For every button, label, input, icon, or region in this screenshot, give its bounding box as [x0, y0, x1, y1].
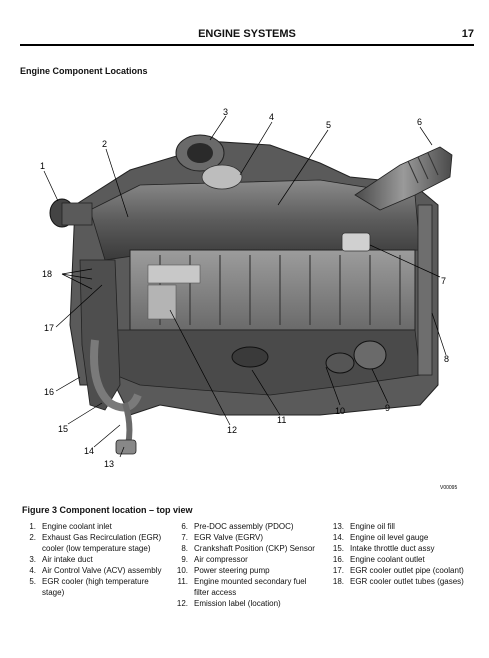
callout-18: 18: [42, 269, 52, 279]
legend-text: Intake throttle duct assy: [350, 544, 435, 553]
legend-text: Engine coolant outlet: [350, 555, 425, 564]
legend-num: 17.: [332, 566, 344, 575]
legend-text: Engine mounted secondary fuel filter acc…: [194, 577, 307, 597]
callout-6: 6: [417, 117, 422, 127]
air-intake-duct: [175, 134, 225, 172]
legend-num: 10.: [176, 566, 188, 575]
legend-text: Air compressor: [194, 555, 248, 564]
callout-13: 13: [104, 459, 114, 469]
figure-caption: Figure 3 Component location – top view: [22, 505, 193, 515]
legend-num: 11.: [177, 577, 188, 586]
legend-num: 15.: [332, 544, 344, 553]
legend-item: 6. Pre-DOC assembly (PDOC): [172, 521, 318, 532]
legend-item: 7. EGR Valve (EGRV): [172, 532, 318, 543]
legend-text: Engine oil level gauge: [350, 533, 429, 542]
legend-column-1: 1. Engine coolant inlet 2. Exhaust Gas Rec…: [20, 521, 166, 598]
callout-3: 3: [223, 107, 228, 117]
egr-valve: [341, 232, 371, 252]
figure-code: V00095: [440, 485, 457, 491]
legend-item: 15. Intake throttle duct assy: [328, 543, 489, 554]
legend-text: EGR cooler (high temperature stage): [42, 577, 149, 597]
legend-num: 14.: [332, 533, 344, 542]
oil-level-gauge-tube: [122, 402, 133, 446]
legend-text: Emission label (location): [194, 599, 281, 608]
legend-text: EGR cooler outlet tubes (gases): [350, 577, 464, 586]
legend-item: 13. Engine oil fill: [328, 521, 489, 532]
legend-text: Crankshaft Position (CKP) Sensor: [194, 544, 315, 553]
engine-body: [69, 139, 439, 416]
legend-num: 7.: [181, 533, 188, 542]
legend-num: 18.: [332, 577, 344, 586]
callout-11: 11: [277, 415, 286, 425]
legend-num: 12.: [176, 599, 188, 608]
callout-4: 4: [269, 112, 274, 122]
legend-item: 17. EGR cooler outlet pipe (coolant): [328, 565, 489, 576]
legend-text: Power steering pump: [194, 566, 270, 575]
section-title: Engine Component Locations: [20, 66, 148, 76]
air-control-valve: [201, 164, 243, 190]
callout-7: 7: [441, 276, 446, 286]
callout-16: 16: [44, 387, 54, 397]
legend-item: 10. Power steering pump: [172, 565, 318, 576]
legend-item: 11. Engine mounted secondary fuel filter …: [172, 576, 318, 598]
legend-item: 14. Engine oil level gauge: [328, 532, 489, 543]
page-number: 17: [461, 28, 474, 40]
callout-17: 17: [44, 323, 54, 333]
legend-item: 8. Crankshaft Position (CKP) Sensor: [172, 543, 318, 554]
legend-text: Engine coolant inlet: [42, 522, 112, 531]
engine-illustration: 1 2 3 4 5 6 7 8 9 10 11 12 13 14 15 16 1…: [40, 107, 457, 491]
callout-12: 12: [227, 425, 237, 435]
legend-item: 9. Air compressor: [172, 554, 318, 565]
legend-text: Engine oil fill: [350, 522, 395, 531]
legend-item: 18. EGR cooler outlet tubes (gases): [328, 576, 489, 587]
legend-text: EGR Valve (EGRV): [194, 533, 264, 542]
legend-num: 1.: [29, 522, 36, 531]
legend-text: Pre-DOC assembly (PDOC): [194, 522, 294, 531]
legend-num: 5.: [29, 577, 36, 586]
legend-text: Air Control Valve (ACV) assembly: [42, 566, 162, 575]
legend-item: 5. EGR cooler (high temperature stage): [20, 576, 166, 598]
oil-fill-cap: [115, 439, 137, 455]
legend-num: 13.: [332, 522, 344, 531]
callout-8: 8: [444, 354, 449, 364]
callout-1: 1: [40, 161, 45, 171]
legend-item: 12. Emission label (location): [172, 598, 318, 609]
legend-num: 2.: [29, 533, 36, 542]
callout-2: 2: [102, 139, 107, 149]
legend-num: 9.: [181, 555, 188, 564]
legend-num: 8.: [181, 544, 188, 553]
legend-num: 4.: [29, 566, 36, 575]
legend-item: 3. Air intake duct: [20, 554, 166, 565]
legend-text: EGR cooler outlet pipe (coolant): [350, 566, 464, 575]
legend-item: 2. Exhaust Gas Recirculation (EGR) cooler…: [20, 532, 166, 554]
legend-item: 1. Engine coolant inlet: [20, 521, 166, 532]
callout-9: 9: [385, 403, 390, 413]
page-header: ENGINE SYSTEMS 17: [20, 28, 474, 44]
pre-doc-assembly: [354, 146, 453, 211]
legend-text: Exhaust Gas Recirculation (EGR) cooler (…: [42, 533, 162, 553]
header-title: ENGINE SYSTEMS: [198, 28, 296, 40]
callout-labels: 1 2 3 4 5 6 7 8 9 10 11 12 13 14 15 16 1…: [40, 107, 457, 491]
legend-item: 4. Air Control Valve (ACV) assembly: [20, 565, 166, 576]
engine-figure: 1 2 3 4 5 6 7 8 9 10 11 12 13 14 15 16 1…: [20, 85, 472, 497]
legend-num: 6.: [181, 522, 188, 531]
legend-item: 16. Engine coolant outlet: [328, 554, 489, 565]
header-rule: [20, 44, 474, 46]
callout-10: 10: [335, 406, 345, 416]
callout-14: 14: [84, 446, 94, 456]
legend-num: 3.: [29, 555, 36, 564]
legend-column-3: 13. Engine oil fill 14. Engine oil level g…: [328, 521, 489, 587]
legend-num: 16.: [332, 555, 344, 564]
callout-15: 15: [58, 424, 68, 434]
legend-text: Air intake duct: [42, 555, 93, 564]
callout-5: 5: [326, 120, 331, 130]
legend-column-2: 6. Pre-DOC assembly (PDOC) 7. EGR Valve (E…: [172, 521, 318, 609]
